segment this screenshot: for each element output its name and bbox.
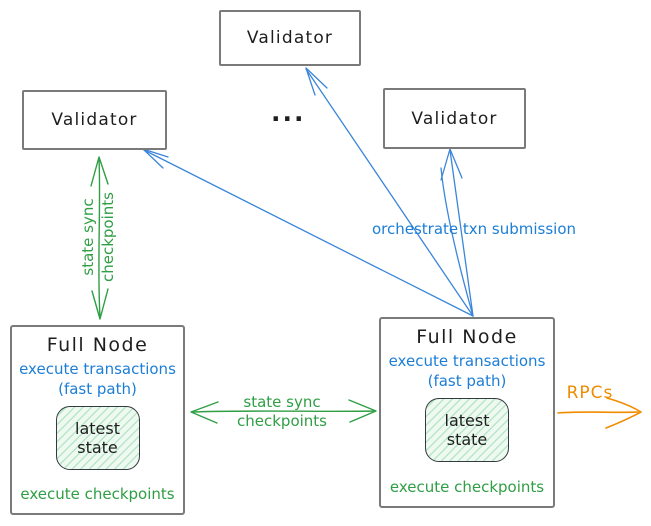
full-node-right-exec-line1: execute transactions (388, 352, 546, 370)
full-node-right: Full Node execute transactions (fast pat… (379, 317, 555, 508)
orchestrate-label: orchestrate txn submission (371, 220, 577, 238)
full-node-right-exec: execute transactions (fast path) (389, 351, 546, 391)
full-node-left-exec-line2: (fast path) (58, 380, 137, 398)
full-node-left-title: Full Node (46, 334, 149, 356)
more-validators-ellipsis: ... (271, 98, 306, 127)
validator-right-label: Validator (411, 108, 498, 129)
validator-node-top: Validator (219, 10, 361, 66)
state-sync-left-label-line2: checkpoints (99, 192, 117, 282)
state-sync-left-label: state sync checkpoints (78, 162, 118, 312)
full-node-left-checkpoints: execute checkpoints (20, 485, 175, 503)
latest-state-box-left: latest state (55, 406, 140, 470)
validator-node-right: Validator (383, 88, 526, 149)
state-sync-mid-label-line2: checkpoints (237, 412, 327, 430)
full-node-left: Full Node execute transactions (fast pat… (10, 325, 185, 515)
state-sync-mid-label-line1: state sync (243, 393, 321, 411)
full-node-right-exec-line2: (fast path) (427, 372, 507, 390)
full-node-left-exec: execute transactions (fast path) (19, 359, 176, 399)
validator-left-label: Validator (51, 110, 138, 130)
state-sync-left-label-line1: state sync (79, 198, 97, 276)
latest-state-right-line1: latest (444, 411, 490, 430)
latest-state-left-line2: state (77, 438, 118, 457)
latest-state-right-line2: state (446, 430, 488, 449)
full-node-right-checkpoints: execute checkpoints (389, 478, 545, 496)
full-node-left-exec-line1: execute transactions (19, 360, 176, 378)
latest-state-box-right: latest state (425, 398, 509, 462)
latest-state-left-line1: latest (75, 419, 120, 438)
validator-node-left: Validator (22, 90, 167, 150)
state-sync-mid-label: state sync checkpoints (222, 393, 342, 431)
rpcs-label: RPCs (566, 383, 614, 403)
validator-top-label: Validator (246, 28, 334, 48)
full-node-right-title: Full Node (416, 326, 518, 348)
